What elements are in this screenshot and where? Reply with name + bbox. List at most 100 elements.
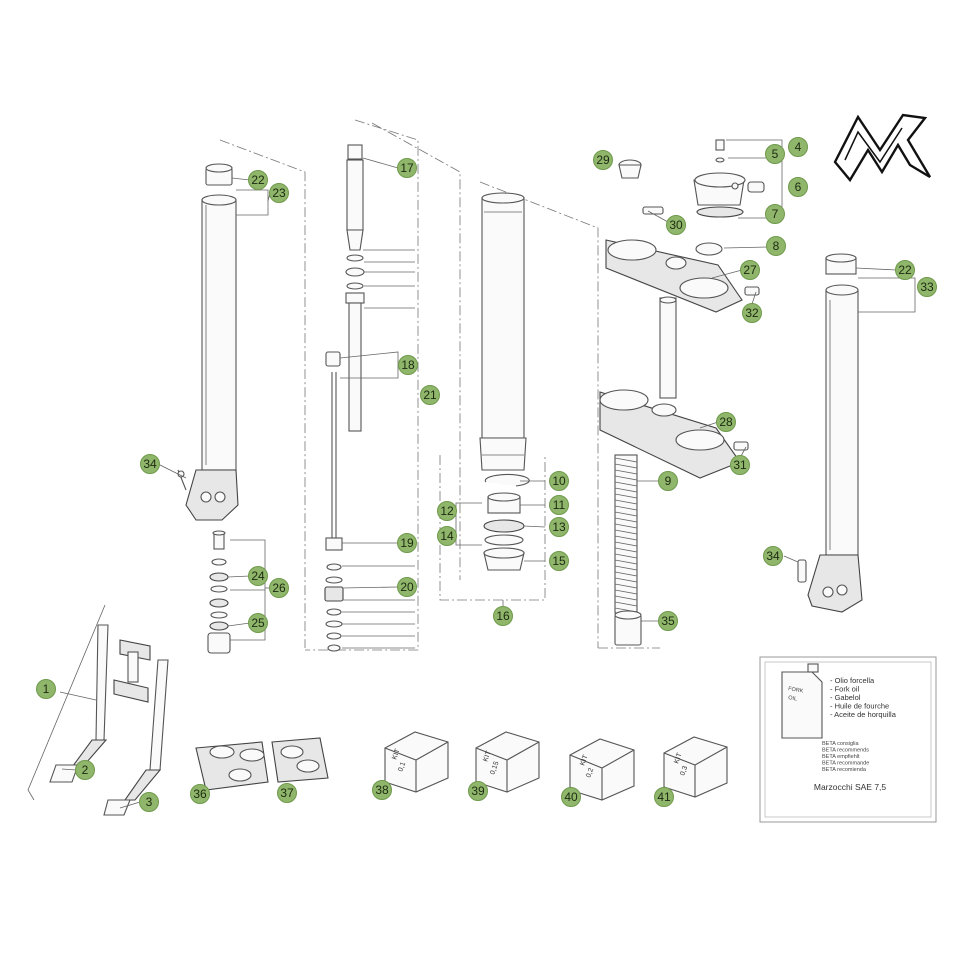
cartridge-leaders <box>339 249 415 649</box>
svg-text:12: 12 <box>440 504 454 518</box>
svg-text:41: 41 <box>657 790 671 804</box>
callout-33: 33 <box>917 277 937 297</box>
callout-23: 23 <box>269 183 289 203</box>
callout-41: 41 <box>654 787 674 807</box>
kit-40-value: 0,2 <box>585 767 595 779</box>
triple-clamp-lower <box>599 389 749 479</box>
callout-34b: 34 <box>763 546 783 566</box>
svg-text:29: 29 <box>596 153 610 167</box>
spacer-kit-36 <box>195 741 269 791</box>
svg-text:19: 19 <box>400 536 414 550</box>
kit-40-label: KIT <box>579 753 590 766</box>
callout-1: 1 <box>36 679 56 699</box>
callout-24: 24 <box>248 566 268 586</box>
svg-text:31: 31 <box>733 458 747 472</box>
kit-box-40: KIT 0,2 <box>569 738 635 801</box>
triple-clamp-upper <box>605 206 760 313</box>
svg-text:8: 8 <box>773 239 780 253</box>
callout-2: 2 <box>75 760 95 780</box>
kit-box-39: KIT 0,15 <box>475 731 540 793</box>
kit-41-value: 0,3 <box>679 765 689 777</box>
callout-13: 13 <box>549 517 569 537</box>
kit-39-label: KIT <box>482 749 493 762</box>
callout-28: 28 <box>716 412 736 432</box>
svg-text:23: 23 <box>272 186 286 200</box>
svg-text:40: 40 <box>564 790 578 804</box>
svg-text:9: 9 <box>665 474 672 488</box>
outer-fork-tube <box>455 192 530 571</box>
top-cap-assembly <box>618 139 783 219</box>
svg-text:35: 35 <box>661 614 675 628</box>
callout-29: 29 <box>593 150 613 170</box>
oil-recommend-0: BETA consiglia <box>822 741 860 747</box>
svg-text:33: 33 <box>920 280 934 294</box>
svg-text:25: 25 <box>251 616 265 630</box>
callout-12: 12 <box>437 501 457 521</box>
callout-10: 10 <box>549 471 569 491</box>
steering-stem <box>659 296 677 399</box>
svg-text:17: 17 <box>400 161 414 175</box>
complete-fork-assembly <box>27 604 169 816</box>
svg-text:6: 6 <box>795 180 802 194</box>
svg-text:13: 13 <box>552 520 566 534</box>
callout-30: 30 <box>666 215 686 235</box>
svg-text:32: 32 <box>745 306 759 320</box>
callout-9: 9 <box>658 471 678 491</box>
svg-text:16: 16 <box>496 609 510 623</box>
oil-product-name: Marzocchi SAE 7,5 <box>814 782 887 792</box>
svg-text:20: 20 <box>400 580 414 594</box>
svg-text:24: 24 <box>251 569 265 583</box>
kit-38-label: KIT <box>391 747 402 760</box>
svg-text:10: 10 <box>552 474 566 488</box>
left-fork-upper-tube <box>177 163 239 521</box>
svg-text:37: 37 <box>280 786 294 800</box>
callout-6: 6 <box>788 177 808 197</box>
callout-5: 5 <box>765 144 785 164</box>
svg-text:26: 26 <box>272 581 286 595</box>
callout-8: 8 <box>766 236 786 256</box>
callout-leaders <box>59 157 897 809</box>
callout-3: 3 <box>139 792 159 812</box>
callout-21: 21 <box>420 385 440 405</box>
fork-spring <box>614 454 642 646</box>
marzocchi-logo <box>833 113 932 183</box>
callout-32: 32 <box>742 303 762 323</box>
callout-4: 4 <box>788 137 808 157</box>
svg-text:34: 34 <box>143 457 157 471</box>
kit-38-value: 0,1 <box>397 761 407 773</box>
oil-name-list: - Olio forcella- Fork oil- Gabelol- Huil… <box>830 676 897 719</box>
callout-39: 39 <box>468 781 488 801</box>
oil-name-4: - Aceite de horquilla <box>830 710 897 719</box>
callout-7: 7 <box>765 204 785 224</box>
kit-box-38: KIT 0,1 <box>384 731 449 793</box>
callout-16: 16 <box>493 606 513 626</box>
bottle-label-1: FORK <box>788 686 804 695</box>
callout-19: 19 <box>397 533 417 553</box>
svg-text:1: 1 <box>43 682 50 696</box>
svg-text:2: 2 <box>82 763 89 777</box>
cartridge-assembly <box>324 144 365 652</box>
svg-text:15: 15 <box>552 554 566 568</box>
oil-name-3: - Huile de fourche <box>830 702 889 711</box>
callout-18: 18 <box>398 355 418 375</box>
oil-name-1: - Fork oil <box>830 685 860 694</box>
oil-recommend-3: BETA recommande <box>822 761 869 767</box>
svg-text:30: 30 <box>669 218 683 232</box>
oil-recommend-1: BETA recommends <box>822 748 869 754</box>
oil-name-0: - Olio forcella <box>830 676 875 685</box>
svg-text:34: 34 <box>766 549 780 563</box>
oil-recommend-4: BETA recomienda <box>822 767 867 773</box>
svg-text:5: 5 <box>772 147 779 161</box>
callout-14: 14 <box>437 526 457 546</box>
svg-text:11: 11 <box>553 498 566 512</box>
callout-36: 36 <box>190 784 210 804</box>
svg-text:22: 22 <box>898 263 912 277</box>
svg-text:36: 36 <box>193 787 207 801</box>
callout-17: 17 <box>397 158 417 178</box>
callout-31: 31 <box>730 455 750 475</box>
svg-text:4: 4 <box>795 140 802 154</box>
callout-list: 1 2 3 4 5 6 7 8 9 10 11 12 13 14 15 16 1… <box>36 137 937 812</box>
svg-text:39: 39 <box>471 784 485 798</box>
